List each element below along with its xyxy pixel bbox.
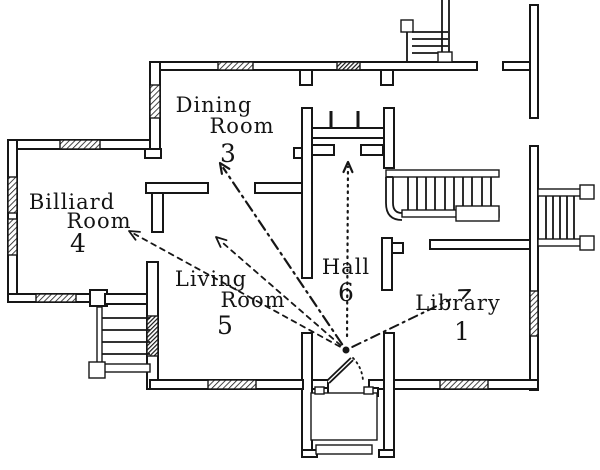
arrowhead-hall bbox=[342, 160, 354, 174]
wall-hall-north-band bbox=[311, 127, 385, 139]
room-label-dining-room-1: Room bbox=[209, 114, 274, 138]
vestibule-foot-right bbox=[378, 449, 395, 458]
room-label-library: Library bbox=[415, 291, 501, 315]
window bbox=[336, 61, 361, 71]
terrace-top-rail bbox=[104, 293, 149, 305]
main-staircase bbox=[385, 169, 500, 222]
room-label-dining-room: Dining bbox=[176, 93, 253, 117]
entrance-vestibule bbox=[310, 386, 378, 455]
wall-library-north bbox=[429, 239, 539, 250]
wall-hall-east bbox=[383, 107, 395, 169]
front-door bbox=[326, 357, 364, 384]
terrace-steps bbox=[88, 306, 151, 379]
door-swing-arc bbox=[352, 357, 364, 383]
room-label-living-room: Living bbox=[175, 267, 247, 291]
pier-backhall-right bbox=[380, 69, 394, 86]
wall-east-upper bbox=[529, 4, 539, 119]
entrance-step bbox=[315, 444, 373, 455]
window bbox=[529, 290, 539, 337]
arrowhead-billiard-room bbox=[128, 230, 141, 241]
hall-screen-ticks bbox=[329, 111, 360, 128]
pier-library-west bbox=[381, 237, 393, 291]
window bbox=[7, 176, 18, 214]
room-number-hall: 6 bbox=[338, 278, 354, 307]
window bbox=[217, 61, 254, 71]
terrace-post-bottom bbox=[88, 361, 106, 379]
wall-divider-west bbox=[145, 182, 209, 194]
wall-top bbox=[151, 61, 478, 71]
pier-library-stub bbox=[391, 242, 404, 254]
arrow-to-hall bbox=[345, 165, 350, 338]
room-labels: DiningRoom3BilliardRoom4LivingRoom5Hall6… bbox=[29, 93, 501, 346]
back-staircase bbox=[400, 0, 453, 63]
wall-hall-west bbox=[301, 107, 313, 279]
window bbox=[59, 139, 101, 150]
room-number-library: 1 bbox=[454, 317, 470, 346]
arrow-to-billiard-room bbox=[133, 232, 341, 348]
arrow-to-living-room bbox=[219, 240, 342, 347]
room-label-living-room-1: Room bbox=[220, 288, 285, 312]
room-label-billiard-room: Billiard bbox=[29, 190, 115, 214]
start-point-dot bbox=[342, 346, 350, 354]
room-number-billiard-room: 4 bbox=[70, 229, 86, 258]
window bbox=[439, 379, 489, 390]
arrow-to-dining-room bbox=[222, 166, 344, 346]
hall-door-jamb-right bbox=[360, 144, 384, 156]
wall-veranda-stub bbox=[502, 61, 531, 71]
arrowhead-dining-room bbox=[218, 161, 231, 175]
wall-dining-west-foot bbox=[144, 148, 162, 159]
route-arrows bbox=[128, 160, 471, 348]
pier-backhall-left bbox=[299, 69, 313, 86]
window bbox=[207, 379, 257, 390]
wall-divider-east bbox=[254, 182, 304, 194]
window bbox=[149, 84, 161, 119]
side-porch-steps bbox=[537, 184, 595, 251]
room-label-hall: Hall bbox=[322, 255, 370, 279]
arrow-to-library bbox=[351, 298, 452, 348]
terrace-door bbox=[146, 315, 159, 357]
window bbox=[7, 218, 18, 256]
room-number-dining-room: 3 bbox=[220, 139, 236, 168]
arrowhead-living-room bbox=[215, 236, 228, 248]
wall-east-lower bbox=[529, 145, 539, 391]
room-label-billiard-room-1: Room bbox=[66, 209, 131, 233]
pier-billiard-east bbox=[151, 192, 164, 233]
newel-curve bbox=[385, 177, 403, 221]
window bbox=[35, 293, 77, 303]
wall-hall-east-lower bbox=[383, 332, 395, 458]
hall-door-jamb-left bbox=[311, 144, 335, 156]
vestibule-foot-left bbox=[301, 449, 318, 458]
dining-door-jamb bbox=[293, 147, 303, 159]
arrowhead-library bbox=[458, 289, 471, 300]
room-number-living-room: 5 bbox=[217, 311, 233, 340]
windows bbox=[7, 61, 539, 390]
